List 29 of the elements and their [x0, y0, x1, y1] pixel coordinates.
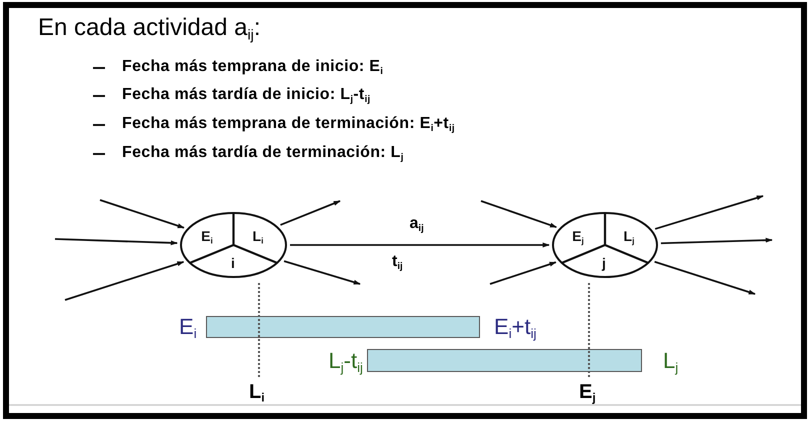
- event-field-label: E$_{i}$: [201, 228, 213, 244]
- event-field-label: L$_{j}$: [624, 228, 634, 244]
- bar-end-label: L$_{j}$-t$_{ij}$: [328, 348, 363, 374]
- duration-label: t$_{ij}$: [392, 253, 403, 271]
- bar-end-label: L$_{j}$: [663, 348, 678, 374]
- arrow: [654, 260, 756, 295]
- arrow: [490, 261, 556, 285]
- event-field-label: j: [602, 255, 606, 271]
- arrow: [284, 260, 361, 285]
- bar-end-label: E$_{i}$: [179, 314, 197, 340]
- arrow: [54, 238, 178, 246]
- arrow: [660, 238, 773, 244]
- event-field-label: i: [231, 255, 235, 271]
- arrow: [654, 195, 764, 230]
- bullet-text: Fecha más temprana de terminación: E$_{i}$+t$_{ij}$: [122, 115, 455, 133]
- event-field-label: L$_{i}$: [252, 228, 264, 244]
- arrow: [100, 199, 185, 229]
- arrow: [480, 200, 557, 228]
- time-mark-label: E$_{j}$: [579, 381, 596, 404]
- time-mark-label: L$_{i}$: [249, 381, 265, 404]
- event-field-label: E$_{j}$: [572, 228, 584, 244]
- bullet-text: Fecha más tardía de terminación: L$_{j}$: [122, 144, 404, 162]
- arrow: [290, 242, 550, 248]
- arrow: [280, 200, 341, 226]
- title: En cada actividad a$_{ij}$:: [38, 14, 261, 42]
- bullet-text: Fecha más tardía de inicio: L$_{j}$-t$_{ij}$: [122, 86, 370, 104]
- bar-end-label: E$_{i}$+t$_{ij}$: [494, 314, 536, 340]
- bullet-text: Fecha más temprana de inicio: E$_{i}$: [122, 58, 384, 76]
- arrow: [64, 260, 184, 301]
